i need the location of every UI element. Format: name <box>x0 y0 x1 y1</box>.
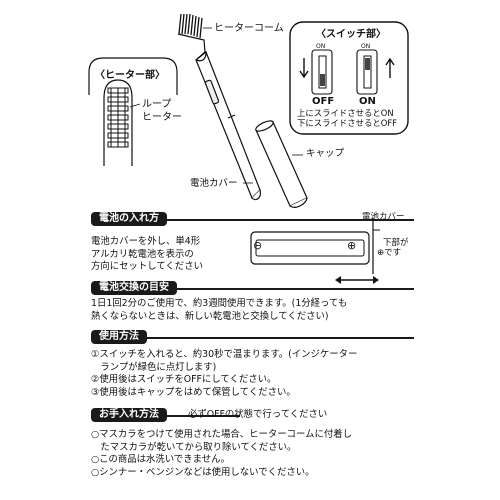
loop-heater-label-line2: ヒーター <box>142 112 182 123</box>
care-line: ○この商品は水洗いできません。 <box>91 454 230 465</box>
battery-install-heading: 電池の入れ方 <box>91 212 167 226</box>
cap-label: キャップ <box>306 148 345 159</box>
section-divider <box>91 288 414 290</box>
battery-orientation-diagram <box>250 218 380 284</box>
curler-body-illustration <box>195 51 261 201</box>
battery-install-line: 方向にセットしてください <box>91 261 203 272</box>
heater-panel-title: 〈ヒーター部〉 <box>95 70 165 81</box>
switch-panel-title: 〈スイッチ部〉 <box>316 29 386 40</box>
usage-line: ①スイッチを入れると、約30秒で温まります。(インジケーター <box>91 349 358 360</box>
cap-illustration <box>255 120 308 208</box>
heater-part-panel <box>88 57 178 95</box>
battery-replace-heading: 電池交換の目安 <box>91 281 177 295</box>
switch-off-illustration <box>299 49 333 95</box>
arrow-down-icon <box>299 58 309 79</box>
battery-cover-label: 電池カバー <box>190 178 238 189</box>
bottom-plus-label-line2: ⊕です <box>377 248 402 258</box>
loop-heater-illustration <box>103 79 141 166</box>
switch-off-label: OFF <box>312 96 335 107</box>
section-divider <box>91 219 414 221</box>
switch-on-small-right: ON <box>361 43 371 50</box>
care-line: ○シンナー・ベンジンなどは使用しないでください。 <box>91 466 315 478</box>
switch-on-illustration <box>356 49 395 95</box>
plus-terminal-symbol: ⊕ <box>347 239 357 252</box>
loop-heater-label-line1: ループ <box>142 99 172 110</box>
switch-on-label: ON <box>359 96 376 107</box>
minus-terminal-symbol: ⊖ <box>253 239 263 252</box>
care-heading: お手入れ方法 <box>91 408 167 422</box>
battery-install-line: アルカリ乾電池を表示の <box>91 248 194 260</box>
usage-line: ②使用後はスイッチをOFFにしてください。 <box>91 374 277 385</box>
battery-cover-small-label: 電池カバー <box>362 212 405 222</box>
usage-line: ③使用後はキャップをはめて保管してください。 <box>91 386 296 398</box>
battery-install-line: 電池カバーを外し、単4形 <box>91 236 201 247</box>
section-divider <box>91 337 414 339</box>
care-line: たマスカラが乾いてから取り除いてください。 <box>91 441 297 453</box>
care-note: 必ずOFFの状態で行ってください <box>188 409 328 420</box>
battery-replace-line: 1日1回2分のご使用で、約3週間使用できます。(1分経っても <box>91 298 348 309</box>
battery-replace-line: 熱くならないときは、新しい乾電池と交換してください) <box>91 310 329 322</box>
heater-comb-label: ヒーターコーム <box>214 23 284 34</box>
bottom-plus-label-line1: 下部が <box>383 238 409 248</box>
switch-desc-on: 上にスライドさせるとON <box>297 108 394 118</box>
product-diagram <box>88 13 409 208</box>
heater-comb-illustration <box>177 13 206 61</box>
usage-line: ランプが緑色に点灯します) <box>91 361 217 373</box>
leader-lines <box>203 27 303 184</box>
usage-heading: 使用方法 <box>91 330 147 344</box>
switch-desc-off: 下にスライドさせるとOFF <box>297 118 397 128</box>
switch-on-small-left: ON <box>316 43 326 50</box>
care-line: ○マスカラをつけて使用された場合、ヒーターコームに付着し <box>91 429 353 440</box>
arrow-up-icon <box>385 57 395 78</box>
